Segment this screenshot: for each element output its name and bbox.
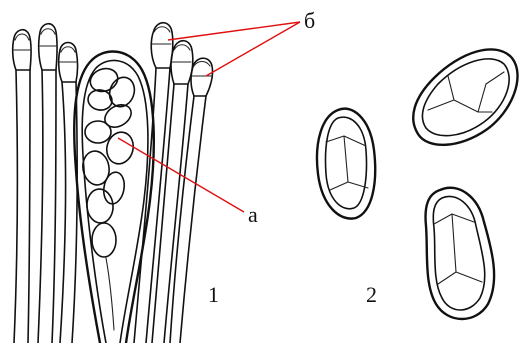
paraphysis-right-1 xyxy=(134,23,173,343)
label-ascus-a: а xyxy=(248,202,258,227)
ascospore-enlarged-1 xyxy=(317,109,375,219)
paraphysis-right-3 xyxy=(170,58,213,343)
panel-2-ascospores: 2 xyxy=(317,49,518,319)
leader-b-1 xyxy=(168,22,300,40)
paraphysis-right-2 xyxy=(152,41,193,343)
panel-1-ascus-paraphyses: а б 1 xyxy=(13,8,316,343)
paraphysis-left-1 xyxy=(13,30,31,343)
label-panel-2: 2 xyxy=(366,282,377,307)
label-paraphyses-b: б xyxy=(304,8,315,33)
ascus xyxy=(74,52,154,343)
label-panel-1: 1 xyxy=(208,282,219,307)
leader-b-2 xyxy=(206,22,300,76)
leader-a xyxy=(118,138,244,212)
ascospore-enlarged-2 xyxy=(413,49,517,144)
ascospore-enlarged-3 xyxy=(426,188,495,319)
paraphysis-left-3 xyxy=(59,43,78,343)
paraphysis-left-2 xyxy=(38,24,57,343)
